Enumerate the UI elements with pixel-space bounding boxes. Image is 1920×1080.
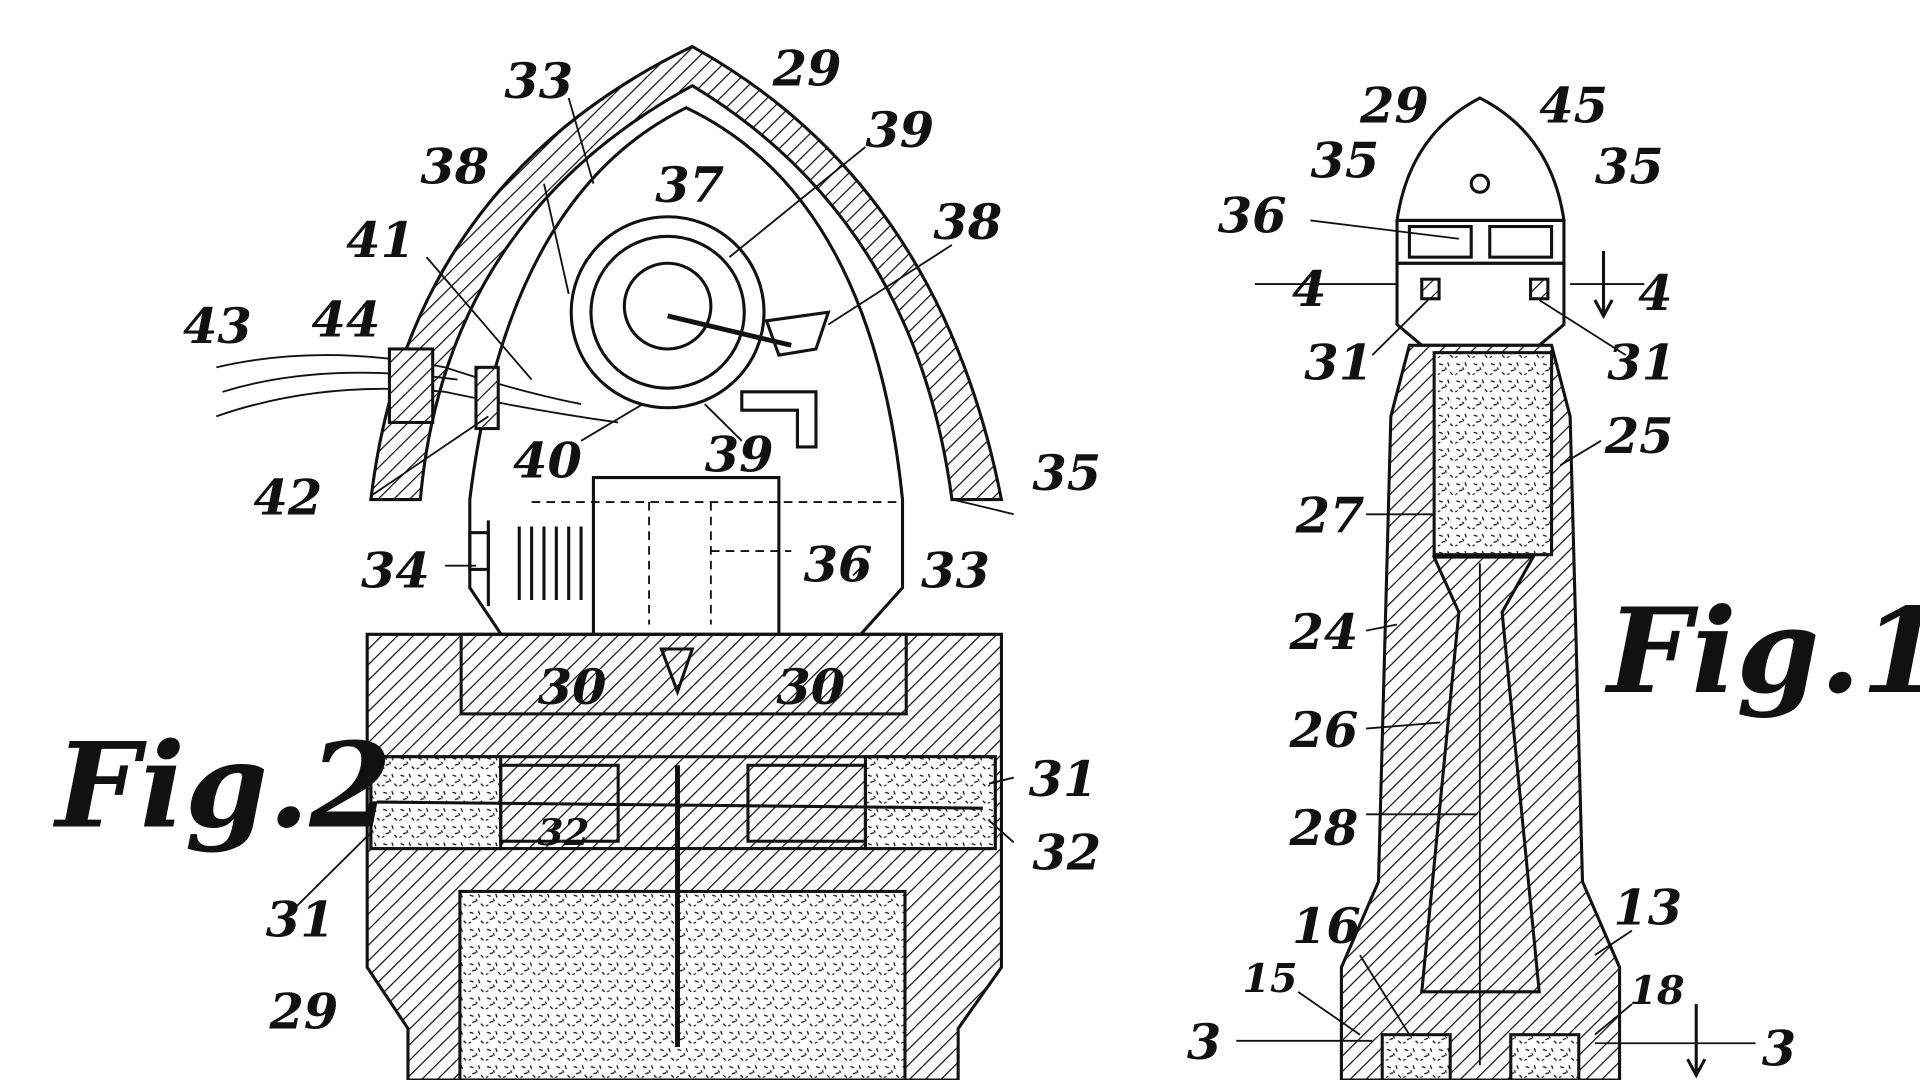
figure-1-drawing [1236,96,1756,1080]
label: 43 [183,297,252,355]
label: 36 [804,536,873,594]
label: 29 [772,40,842,98]
label: 31 [1607,334,1676,392]
label: 4 [1292,260,1326,318]
label: 31 [1304,334,1373,392]
label: 16 [1292,897,1361,955]
label: 3 [1187,1013,1221,1071]
label: 35 [1032,444,1101,502]
label: 35 [1310,132,1379,190]
label: 32 [538,810,590,854]
label: 24 [1288,603,1358,661]
label: 31 [266,891,335,949]
label: 37 [655,156,724,214]
label: 30 [776,658,845,716]
label: 33 [504,52,573,110]
figure-2-drawing [216,44,1004,1080]
label: 38 [933,193,1002,251]
firing-pin-disc [622,261,713,351]
label: 15 [1242,956,1297,1002]
label: 13 [1613,879,1682,937]
label: 36 [1218,187,1287,245]
label: 44 [312,291,381,349]
label: 18 [1629,968,1684,1014]
label: 39 [705,426,774,484]
label: 28 [1288,799,1358,857]
label: 33 [921,542,990,600]
label: 3 [1762,1020,1796,1078]
label: 29 [1359,77,1429,135]
label: 34 [361,542,430,600]
label: 26 [1288,701,1358,759]
label: 30 [538,658,607,716]
label: 39 [865,101,934,159]
clockwork-ring [569,215,766,410]
label: 42 [253,469,322,527]
leader-lines [296,97,1633,1036]
bellows [486,520,583,607]
label: 45 [1539,77,1608,135]
inner-shell [468,106,905,645]
label: 25 [1604,407,1674,465]
label: 32 [1032,824,1101,882]
label: 4 [1638,264,1672,322]
label: 29 [269,983,339,1041]
label: 38 [420,138,489,196]
label: 41 [346,211,415,269]
label: 27 [1295,487,1365,545]
figure-1-title: Fig.1 [1604,581,1920,719]
figure-1-labels: 29 45 35 35 36 4 4 31 31 25 27 24 26 28 … [1187,77,1920,1078]
nose-cap-shell [369,44,1004,502]
shell-nose [1395,96,1566,222]
label: 35 [1595,138,1664,196]
figure-2-title: Fig.2 [53,716,392,854]
label: 31 [1029,750,1098,808]
figure-2-labels: 33 29 38 37 39 38 41 43 44 42 40 39 35 3… [53,40,1102,1041]
label: 40 [513,432,582,490]
